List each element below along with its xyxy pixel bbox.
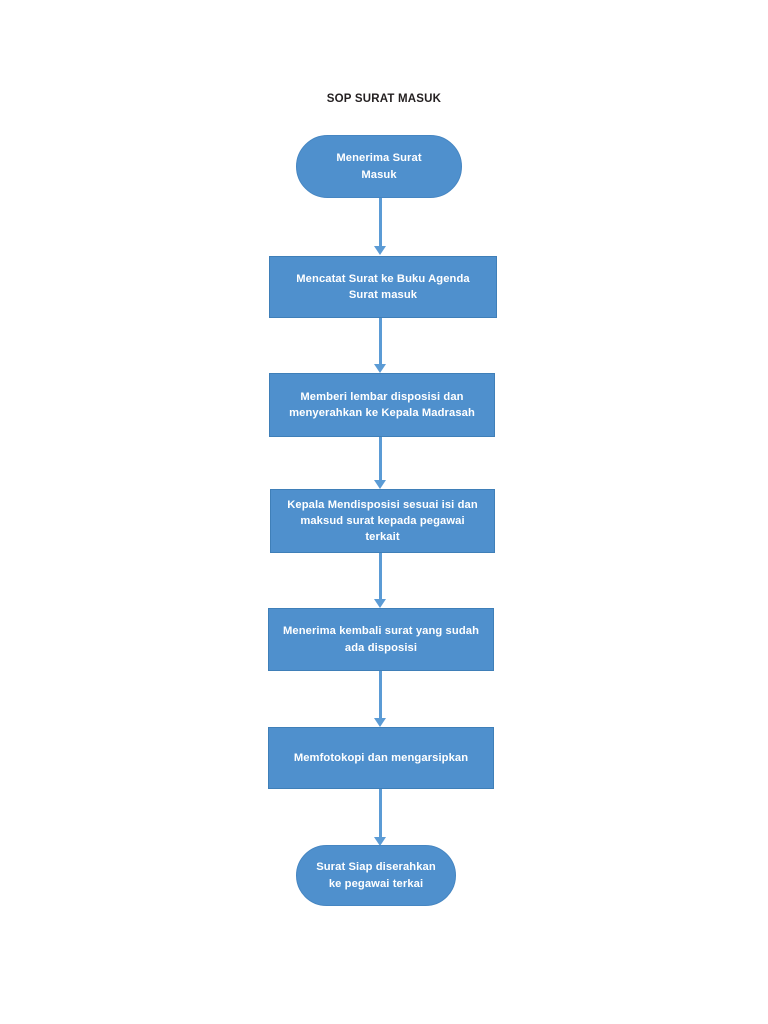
page-title: SOP SURAT MASUK xyxy=(326,93,442,105)
connector-shaft xyxy=(379,789,382,837)
arrow-down-icon xyxy=(374,837,386,846)
flow-node-memfotokopi-mengarsipkan[interactable]: Memfotokopi dan mengarsipkan xyxy=(268,727,494,789)
flow-node-menerima-surat-masuk[interactable]: Menerima Surat Masuk xyxy=(296,135,462,198)
arrow-down-icon xyxy=(374,364,386,373)
flow-connector-3 xyxy=(372,437,390,489)
flow-connector-4 xyxy=(372,553,390,608)
connector-shaft xyxy=(379,671,382,718)
flow-node-menerima-kembali-surat[interactable]: Menerima kembali surat yang sudah ada di… xyxy=(268,608,494,671)
flow-node-mencatat-surat-buku-agenda[interactable]: Mencatat Surat ke Buku Agenda Surat masu… xyxy=(269,256,497,318)
flow-node-label: Mencatat Surat ke Buku Agenda Surat masu… xyxy=(296,272,470,301)
flow-node-kepala-mendisposisi[interactable]: Kepala Mendisposisi sesuai isi dan maksu… xyxy=(270,489,495,553)
flow-node-label: Menerima Surat Masuk xyxy=(336,152,422,181)
flow-node-label: Menerima kembali surat yang sudah ada di… xyxy=(282,625,480,654)
flow-connector-2 xyxy=(372,318,390,373)
flow-connector-1 xyxy=(372,198,390,255)
flow-connector-6 xyxy=(372,789,390,846)
arrow-down-icon xyxy=(374,480,386,489)
arrow-down-icon xyxy=(374,599,386,608)
connector-shaft xyxy=(379,553,382,599)
flow-node-label: Memfotokopi dan mengarsipkan xyxy=(293,751,469,764)
flow-node-label: Memberi lembar disposisi dan menyerahkan… xyxy=(289,390,475,419)
connector-shaft xyxy=(379,198,382,246)
flow-node-memberi-lembar-disposisi[interactable]: Memberi lembar disposisi dan menyerahkan… xyxy=(269,373,495,437)
flow-node-label: Surat Siap diserahkan ke pegawai terkai xyxy=(316,861,436,890)
arrow-down-icon xyxy=(374,246,386,255)
connector-shaft xyxy=(379,318,382,364)
flow-connector-5 xyxy=(372,671,390,727)
flow-node-label: Kepala Mendisposisi sesuai isi dan maksu… xyxy=(287,498,478,544)
connector-shaft xyxy=(379,437,382,480)
flow-node-surat-siap-diserahkan[interactable]: Surat Siap diserahkan ke pegawai terkai xyxy=(296,845,456,906)
arrow-down-icon xyxy=(374,718,386,727)
